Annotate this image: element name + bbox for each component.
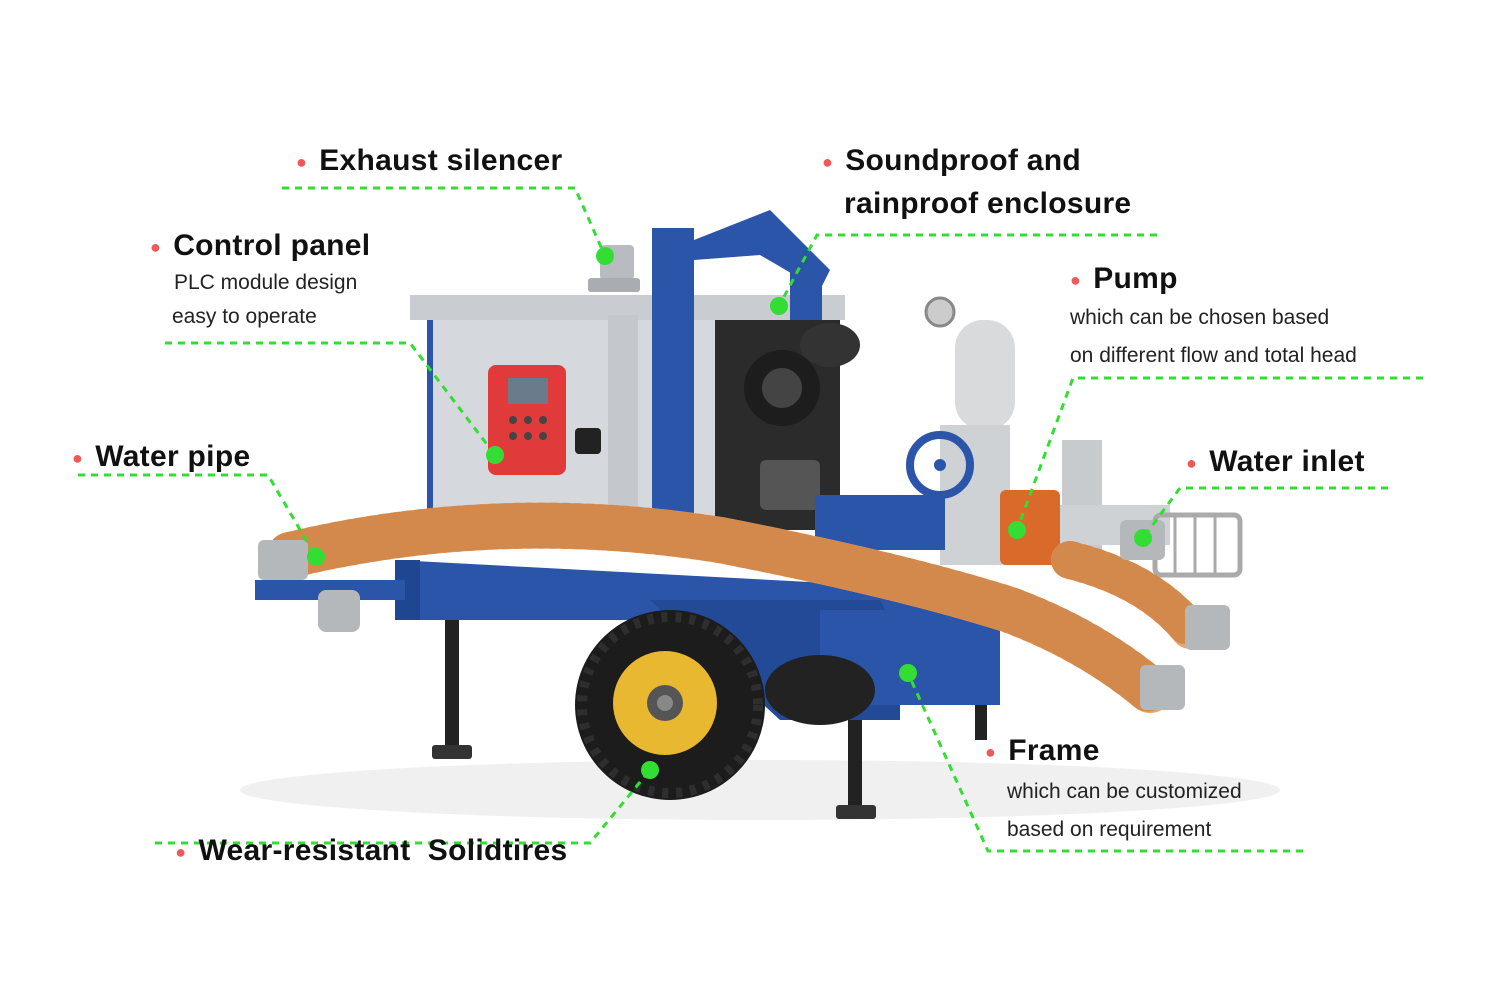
pump-assembly	[815, 296, 1170, 565]
dot-pump	[1008, 521, 1026, 539]
label-control-panel: ●Control panel PLC module design easy to…	[150, 229, 371, 329]
bullet-icon: ●	[150, 237, 162, 258]
leader-pump	[1015, 376, 1423, 531]
dot-frame	[899, 664, 917, 682]
label-water-pipe: ●Water pipe	[72, 440, 251, 473]
label-frame: ●Frame which can be customized based on …	[985, 734, 1242, 842]
label-enclosure: ●Soundproof and rainproof enclosure	[822, 144, 1132, 221]
label-water-inlet: ●Water inlet	[1186, 445, 1365, 478]
control-panel	[488, 365, 566, 475]
dot-water-inlet	[1134, 529, 1152, 547]
leader-exhaust	[282, 186, 607, 257]
wheel	[575, 610, 875, 800]
leader-lines	[78, 186, 1423, 853]
bullet-icon: ●	[72, 448, 84, 469]
dot-water-pipe	[307, 548, 325, 566]
leader-control	[165, 341, 497, 456]
bullet-icon: ●	[985, 742, 997, 763]
bullet-icon: ●	[1070, 270, 1082, 291]
leader-water-inlet	[1141, 486, 1388, 539]
bullet-icon: ●	[822, 152, 834, 173]
dot-enclosure	[770, 297, 788, 315]
label-pump: ●Pump which can be chosen based on diffe…	[1070, 262, 1357, 368]
hoses	[267, 502, 1209, 713]
leader-tires	[155, 769, 652, 845]
leader-enclosure	[777, 233, 1157, 307]
label-exhaust-silencer: ●Exhaust silencer	[296, 144, 563, 177]
bullet-icon: ●	[1186, 453, 1198, 474]
label-solid-tires: ●Wear-resistant Solidtires	[175, 834, 568, 867]
dot-tires	[641, 761, 659, 779]
leader-water-pipe	[78, 473, 318, 558]
dot-control	[486, 446, 504, 464]
dot-exhaust	[596, 247, 614, 265]
bullet-icon: ●	[296, 152, 308, 173]
ground-shadow	[240, 760, 1280, 820]
exhaust-silencer	[588, 245, 640, 292]
leader-frame	[906, 672, 1303, 853]
hose-couplings	[258, 520, 1230, 710]
target-dots	[307, 247, 1152, 779]
bullet-icon: ●	[175, 842, 187, 863]
